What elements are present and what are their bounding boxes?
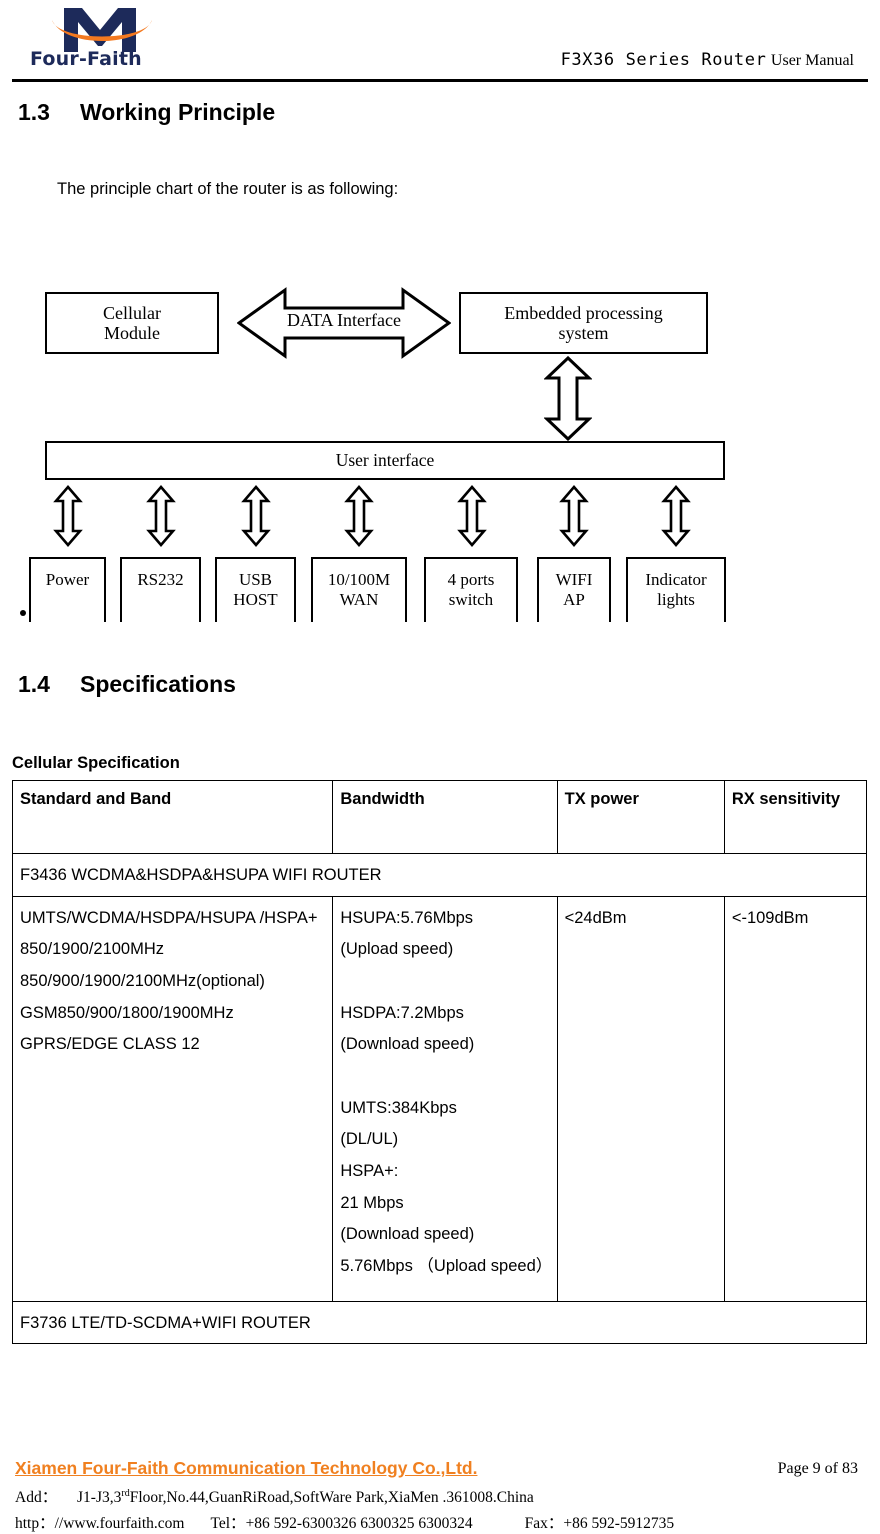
heading-number-13: 1.3: [18, 99, 50, 125]
footer-company-name: Xiamen Four-Faith Communication Technolo…: [15, 1458, 478, 1478]
column-header-standard-and-band: Standard and Band: [11, 780, 334, 854]
footer-website[interactable]: http：//www.fourfaith.com: [15, 1511, 184, 1533]
heading-number-14: 1.4: [18, 671, 50, 697]
table-section-row-f3736: F3736 LTE/TD-SCDMA+WIFI ROUTER: [12, 1300, 867, 1345]
heading-text-13: Working Principle: [80, 99, 276, 125]
column-header-bandwidth: Bandwidth: [332, 780, 558, 854]
footer-address-ordinal: rd: [121, 1487, 130, 1499]
footer-fax-value: +86 592-5912735: [563, 1515, 675, 1532]
footer-tel-label: Tel：: [210, 1515, 246, 1532]
footer-telephone: Tel：+86 592-6300326 6300325 6300324: [210, 1511, 472, 1533]
cellular-specification-table: Standard and Band Bandwidth TX power RX …: [11, 780, 868, 1345]
data-interface-double-arrow-icon: [237, 286, 451, 360]
embedded-to-ui-double-arrow-icon: [544, 356, 592, 441]
diagram-box-embedded-system: Embedded processing system: [459, 292, 708, 354]
connector-arrow-power-icon: [53, 485, 83, 547]
data-interface-label: DATA Interface: [286, 310, 401, 330]
document-title-kind: User Manual: [770, 52, 854, 69]
cell-rx-sensitivity: <-109dBm: [723, 895, 868, 1302]
footer-address-label: Add：: [15, 1489, 58, 1506]
cell-tx-power: <24dBm: [556, 895, 725, 1302]
footer-http-value: //www.fourfaith.com: [54, 1515, 185, 1532]
company-logo: Four-Faith: [22, 2, 187, 74]
diagram-box-cellular-module: Cellular Module: [45, 292, 219, 354]
footer-page-number: Page 9 of 83: [777, 1460, 858, 1477]
connector-arrow-indicator-icon: [661, 485, 691, 547]
footer-http-label: http：: [15, 1515, 55, 1532]
diagram-box-cellular-module-label: Cellular Module: [103, 302, 161, 343]
connector-arrow-rs232-icon: [146, 485, 176, 547]
four-faith-logo-icon: [50, 2, 154, 54]
footer-fax: Fax：+86 592-5912735: [525, 1511, 675, 1533]
diagram-box-user-interface-label: User interface: [335, 449, 435, 470]
diagram-box-usb-host-label: USB HOST: [233, 570, 278, 610]
table-section-row-f3436: F3436 WCDMA&HSDPA&HSUPA WIFI ROUTER: [12, 853, 867, 897]
column-header-rx-sensitivity: RX sensitivity: [723, 780, 868, 854]
list-bullet-dot: [20, 610, 26, 616]
diagram-box-rs232-label: RS232: [137, 570, 184, 589]
footer-address-pre: J1-J3,3: [77, 1489, 122, 1506]
footer-address-post: Floor,No.44,GuanRiRoad,SoftWare Park,Xia…: [129, 1489, 534, 1506]
diagram-box-power-label: Power: [45, 570, 90, 589]
cell-standard-and-band: UMTS/WCDMA/HSDPA/HSUPA /HSPA+ 850/1900/2…: [11, 895, 334, 1302]
table-row: UMTS/WCDMA/HSDPA/HSUPA /HSPA+ 850/1900/2…: [11, 895, 868, 1302]
table-header-row: Standard and Band Bandwidth TX power RX …: [11, 780, 868, 854]
intro-paragraph: The principle chart of the router is as …: [57, 180, 399, 198]
diagram-box-user-interface: User interface: [45, 441, 725, 480]
connector-arrow-wan-icon: [344, 485, 374, 547]
diagram-box-power: Power: [29, 557, 106, 622]
diagram-box-rs232: RS232: [120, 557, 201, 622]
footer-fax-label: Fax：: [524, 1515, 564, 1532]
column-header-tx-power: TX power: [556, 780, 725, 854]
diagram-box-wifi-ap: WIFI AP: [537, 557, 611, 622]
diagram-box-usb-host: USB HOST: [215, 557, 296, 622]
footer-address: Add： J1-J3,3rdFloor,No.44,GuanRiRoad,Soft…: [15, 1485, 534, 1507]
diagram-box-indicator-lights-label: Indicator lights: [645, 570, 707, 610]
table-section-label-f3736: F3736 LTE/TD-SCDMA+WIFI ROUTER: [12, 1300, 867, 1345]
logo-wordmark: Four-Faith: [30, 48, 142, 70]
cellular-specification-subtitle: Cellular Specification: [12, 754, 180, 772]
page-header: Four-Faith F3X36 Series Router User Manu…: [0, 0, 880, 82]
table-section-label-f3436: F3436 WCDMA&HSDPA&HSUPA WIFI ROUTER: [12, 853, 867, 897]
connector-arrow-wifi-icon: [559, 485, 589, 547]
heading-specifications: 1.4 Specifications: [18, 671, 236, 698]
connector-arrow-switch-icon: [457, 485, 487, 547]
diagram-box-wifi-ap-label: WIFI AP: [555, 570, 593, 610]
diagram-box-switch: 4 ports switch: [424, 557, 518, 622]
document-title: F3X36 Series Router User Manual: [561, 50, 854, 70]
diagram-box-switch-label: 4 ports switch: [447, 570, 495, 610]
diagram-box-embedded-system-label: Embedded processing system: [504, 302, 663, 343]
heading-working-principle: 1.3 Working Principle: [18, 99, 275, 126]
document-title-model: F3X36 Series Router: [560, 50, 767, 70]
principle-chart-diagram: Cellular Module DATA Interface Embedded …: [0, 255, 880, 635]
footer-tel-value: +86 592-6300326 6300325 6300324: [245, 1515, 473, 1532]
diagram-box-wan: 10/100M WAN: [311, 557, 407, 622]
cell-bandwidth: HSUPA:5.76Mbps (Upload speed) HSDPA:7.2M…: [332, 895, 558, 1302]
diagram-box-indicator-lights: Indicator lights: [626, 557, 726, 622]
diagram-box-wan-label: 10/100M WAN: [327, 570, 391, 610]
footer-contact: http：//www.fourfaith.com Tel：+86 592-6300…: [15, 1511, 865, 1533]
connector-arrow-usb-icon: [241, 485, 271, 547]
header-divider: [12, 79, 868, 82]
heading-text-14: Specifications: [80, 671, 236, 697]
